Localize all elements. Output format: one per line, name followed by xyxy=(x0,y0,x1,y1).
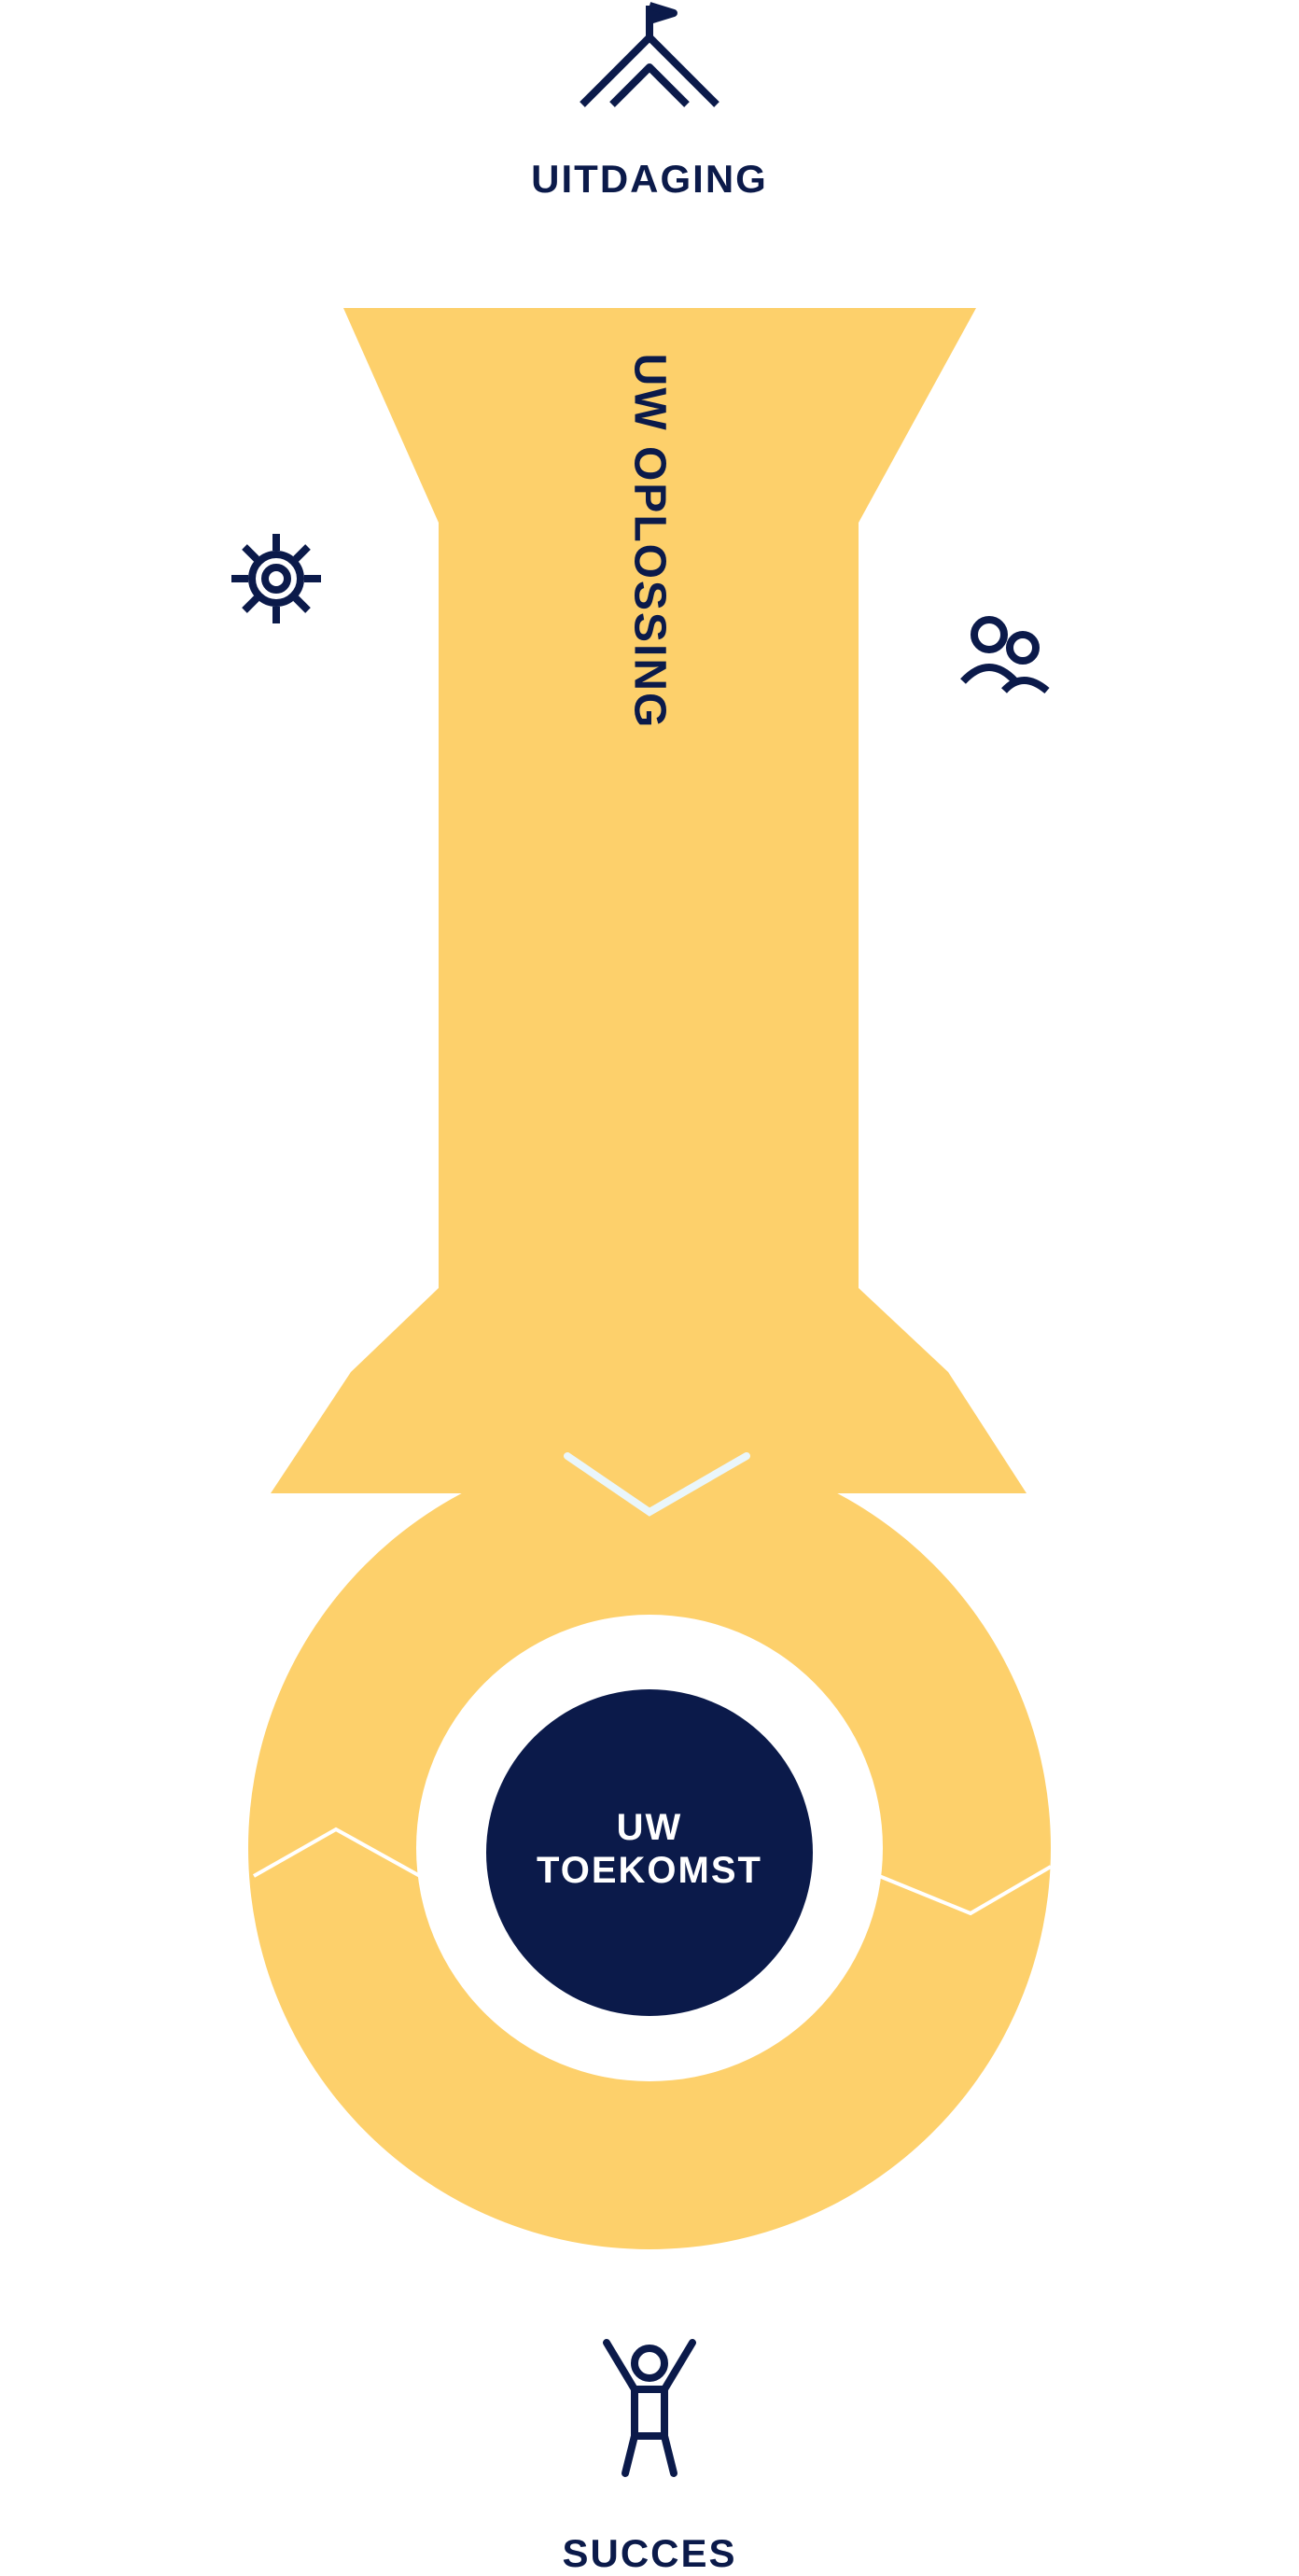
future-label: UW TOEKOMST xyxy=(510,1806,789,1892)
mountain-flag-icon xyxy=(580,2,719,107)
bar-ring-connector xyxy=(271,1372,1027,1493)
success-label: SUCCES xyxy=(562,2531,737,2575)
future-label-line1: UW xyxy=(616,1807,683,1848)
solution-bar-shape xyxy=(343,308,976,1372)
ring-separator-right xyxy=(878,1865,1053,1916)
solution-label: UW OPLOSSING xyxy=(624,353,675,730)
future-label-line2: TOEKOMST xyxy=(537,1850,762,1891)
ring-separator-left xyxy=(253,1827,421,1878)
celebrating-person-icon xyxy=(603,2339,696,2477)
challenge-label: UITDAGING xyxy=(531,157,768,201)
people-icon xyxy=(960,616,1050,694)
future-center-circle xyxy=(486,1689,813,2016)
chevron-down-icon xyxy=(564,1452,750,1517)
gear-icon xyxy=(231,534,321,623)
